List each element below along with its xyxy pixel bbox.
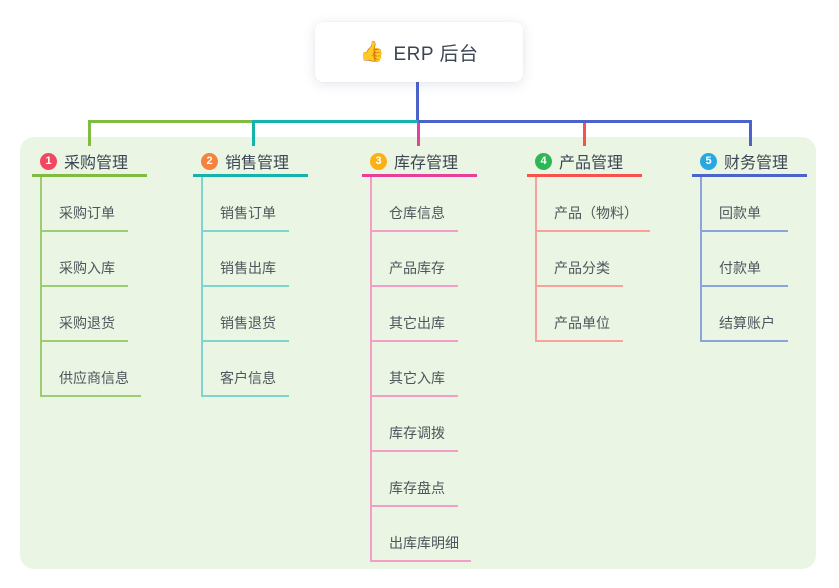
connector-drop-finance <box>749 120 752 146</box>
branch-finance: 5 财务管理 回款单 付款单 结算账户 <box>692 148 807 342</box>
branch-title-label: 产品管理 <box>559 155 624 172</box>
root-node-label: ERP 后台 <box>393 43 479 65</box>
child-purchase-return[interactable]: 采购退货 <box>42 287 128 342</box>
branch-sales-children: 销售订单 销售出库 销售退货 客户信息 <box>201 177 289 397</box>
branch-finance-children: 回款单 付款单 结算账户 <box>700 177 788 342</box>
branch-title-label: 采购管理 <box>64 155 129 172</box>
child-product-category[interactable]: 产品分类 <box>537 232 623 287</box>
connector-root-vertical <box>416 82 419 123</box>
child-label: 销售出库 <box>220 260 276 276</box>
child-settlement-account[interactable]: 结算账户 <box>702 287 788 342</box>
child-label: 库存盘点 <box>389 480 445 496</box>
branches-panel <box>20 137 816 569</box>
child-customer-info[interactable]: 客户信息 <box>203 342 289 397</box>
branch-purchase-children: 采购订单 采购入库 采购退货 供应商信息 <box>40 177 141 397</box>
connector-trunk-right <box>418 120 752 123</box>
child-label: 采购订单 <box>59 205 115 221</box>
branch-purchase: 1 采购管理 采购订单 采购入库 采购退货 供应商信息 <box>32 148 147 397</box>
branch-inventory-children: 仓库信息 产品库存 其它出库 其它入库 库存调拨 库存盘点 出库库明细 <box>370 177 471 562</box>
branch-number-badge: 1 <box>40 152 57 170</box>
branch-title-label: 财务管理 <box>724 155 789 172</box>
child-label: 采购入库 <box>59 260 115 276</box>
child-sales-return[interactable]: 销售退货 <box>203 287 289 342</box>
child-label: 产品分类 <box>554 260 610 276</box>
connector-trunk-sales <box>252 120 418 123</box>
child-purchase-inbound[interactable]: 采购入库 <box>42 232 128 287</box>
child-label: 产品（物料） <box>554 205 638 221</box>
child-label: 回款单 <box>719 205 761 221</box>
child-sales-order[interactable]: 销售订单 <box>203 177 289 232</box>
child-label: 其它出库 <box>389 315 445 331</box>
child-label: 付款单 <box>719 260 761 276</box>
branch-sales: 2 销售管理 销售订单 销售出库 销售退货 客户信息 <box>193 148 308 397</box>
child-warehouse-info[interactable]: 仓库信息 <box>372 177 458 232</box>
child-label: 采购退货 <box>59 315 115 331</box>
branch-inventory-title[interactable]: 3 库存管理 <box>362 148 477 177</box>
child-product-unit[interactable]: 产品单位 <box>537 287 623 342</box>
branch-purchase-title[interactable]: 1 采购管理 <box>32 148 147 177</box>
child-label: 其它入库 <box>389 370 445 386</box>
branch-number-badge: 5 <box>700 152 717 170</box>
root-node[interactable]: 👍 ERP 后台 <box>315 22 523 82</box>
child-label: 供应商信息 <box>59 370 129 386</box>
child-outbound-detail[interactable]: 出库库明细 <box>372 507 471 562</box>
connector-trunk-purchase <box>88 120 252 123</box>
branch-finance-title[interactable]: 5 财务管理 <box>692 148 807 177</box>
child-payment-order[interactable]: 付款单 <box>702 232 788 287</box>
child-product-stock[interactable]: 产品库存 <box>372 232 458 287</box>
branch-product-title[interactable]: 4 产品管理 <box>527 148 642 177</box>
child-other-inbound[interactable]: 其它入库 <box>372 342 458 397</box>
child-sales-outbound[interactable]: 销售出库 <box>203 232 289 287</box>
connector-drop-product <box>583 123 586 146</box>
child-label: 仓库信息 <box>389 205 445 221</box>
child-stock-check[interactable]: 库存盘点 <box>372 452 458 507</box>
branch-inventory: 3 库存管理 仓库信息 产品库存 其它出库 其它入库 库存调拨 库存盘点 出库库… <box>362 148 477 562</box>
child-label: 客户信息 <box>220 370 276 386</box>
child-label: 出库库明细 <box>389 535 459 551</box>
branch-number-badge: 3 <box>370 152 387 170</box>
connector-drop-purchase <box>88 120 91 146</box>
child-product-material[interactable]: 产品（物料） <box>537 177 650 232</box>
connector-drop-inventory <box>417 123 420 146</box>
connector-drop-sales <box>252 120 255 146</box>
child-supplier-info[interactable]: 供应商信息 <box>42 342 141 397</box>
branch-sales-title[interactable]: 2 销售管理 <box>193 148 308 177</box>
branch-number-badge: 2 <box>201 152 218 170</box>
child-label: 销售退货 <box>220 315 276 331</box>
child-label: 产品单位 <box>554 315 610 331</box>
child-label: 结算账户 <box>719 315 775 331</box>
child-other-outbound[interactable]: 其它出库 <box>372 287 458 342</box>
branch-product: 4 产品管理 产品（物料） 产品分类 产品单位 <box>527 148 650 342</box>
branch-number-badge: 4 <box>535 152 552 170</box>
thumbs-up-icon: 👍 <box>359 41 385 63</box>
branch-title-label: 销售管理 <box>225 155 290 172</box>
child-label: 库存调拨 <box>389 425 445 441</box>
child-label: 销售订单 <box>220 205 276 221</box>
child-receipt-order[interactable]: 回款单 <box>702 177 788 232</box>
branch-product-children: 产品（物料） 产品分类 产品单位 <box>535 177 650 342</box>
child-stock-transfer[interactable]: 库存调拨 <box>372 397 458 452</box>
branch-title-label: 库存管理 <box>394 155 459 172</box>
child-purchase-order[interactable]: 采购订单 <box>42 177 128 232</box>
child-label: 产品库存 <box>389 260 445 276</box>
